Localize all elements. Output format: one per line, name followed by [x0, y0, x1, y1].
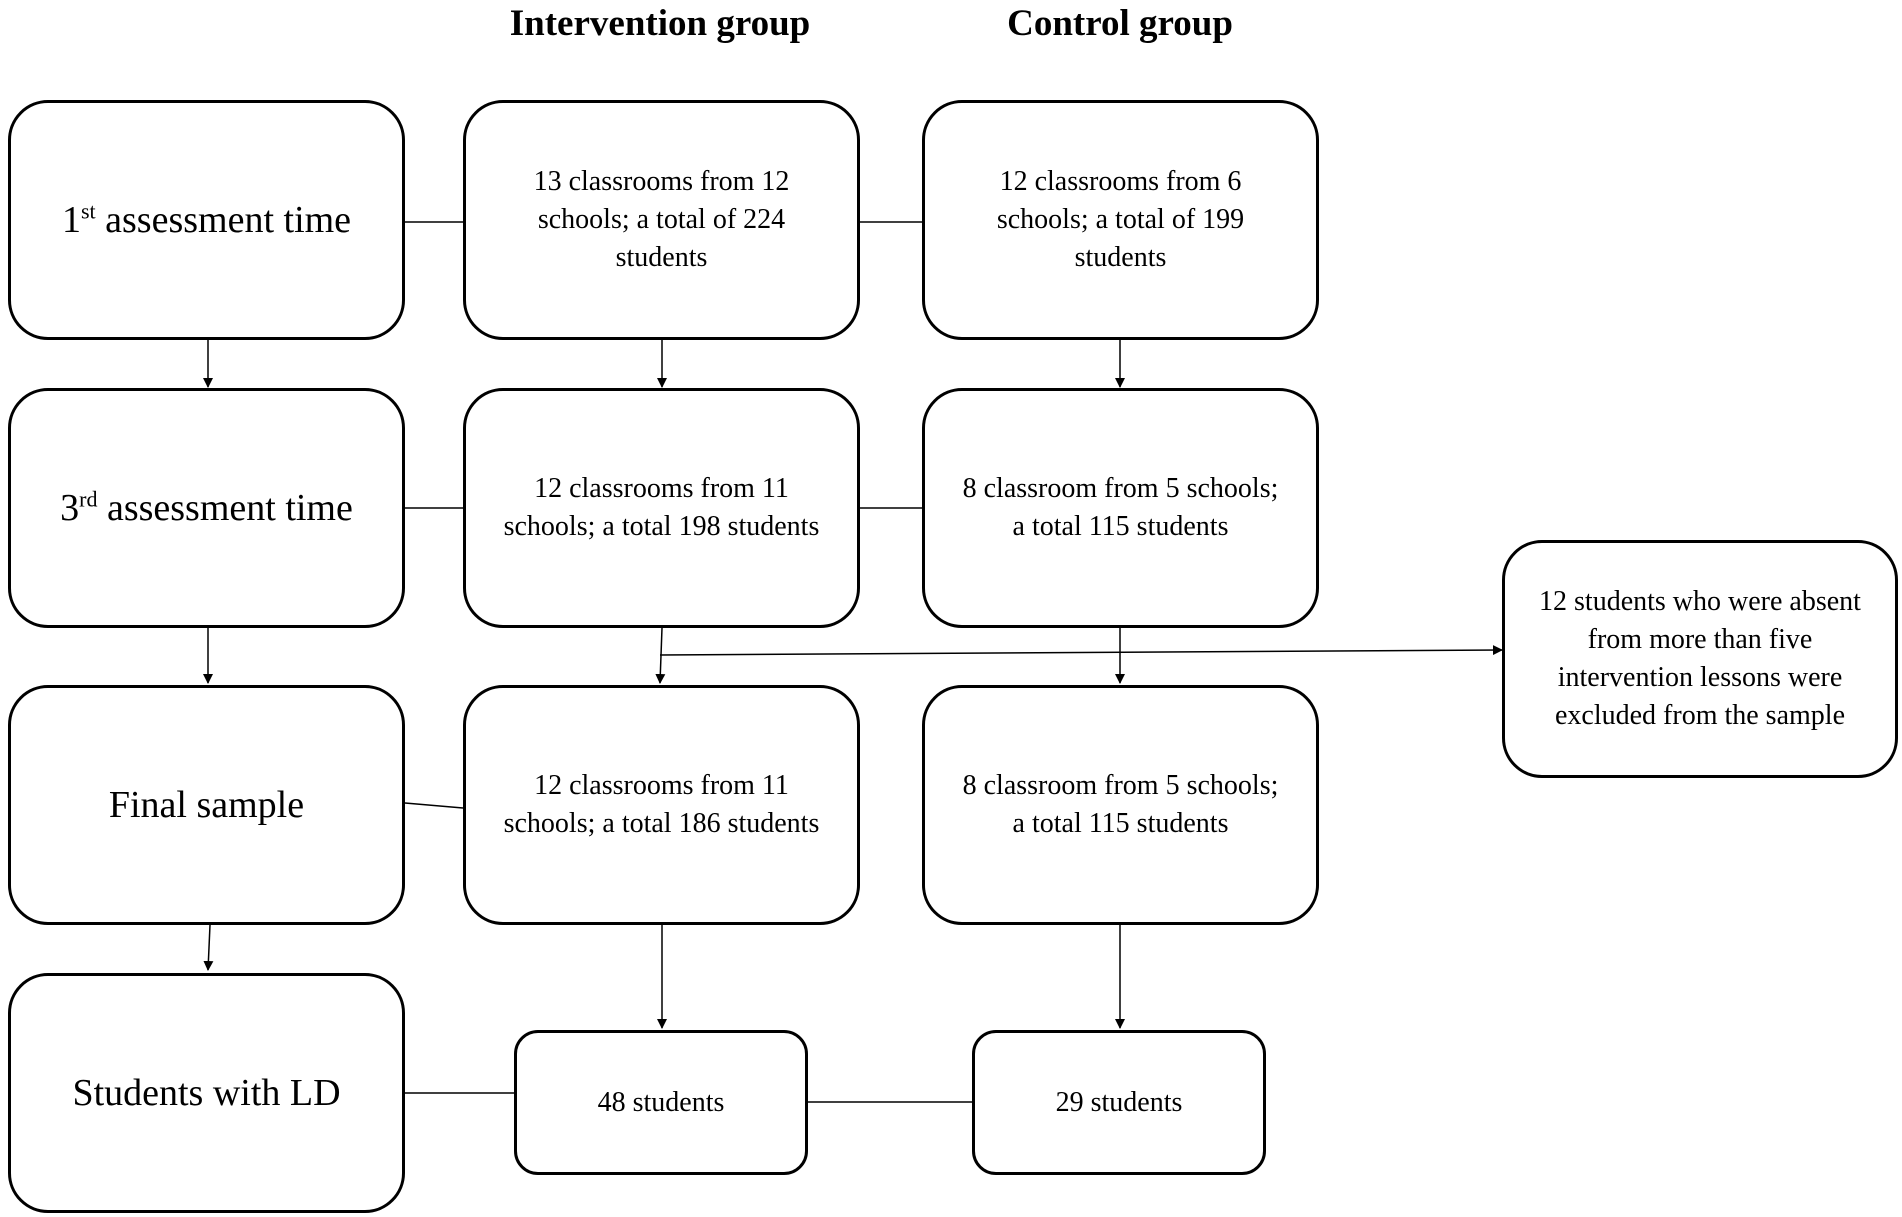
label-row3: Final sample: [108, 784, 305, 826]
intervention-box-row3: 12 classrooms from 11 schools; a total 1…: [463, 685, 860, 925]
intervention-box-row4: 48 students: [514, 1030, 808, 1175]
label-box-row3: Final sample: [8, 685, 405, 925]
intervention-text-row3: 12 classrooms from 11 schools; a total 1…: [503, 770, 820, 839]
exclusion-text: 12 students who were absent from more th…: [1539, 586, 1861, 731]
control-text-row1: 12 classrooms from 6 schools; a total of…: [996, 166, 1245, 273]
intervention-text-row1: 13 classrooms from 12 schools; a total o…: [533, 166, 790, 273]
connector-row3-label-intervention: [404, 802, 464, 809]
arrow-label-3-4: [203, 924, 214, 971]
control-box-row2: 8 classroom from 5 schools; a total 115 …: [922, 388, 1319, 628]
control-box-row4: 29 students: [972, 1030, 1266, 1175]
intervention-box-row2: 12 classrooms from 11 schools; a total 1…: [463, 388, 860, 628]
label-box-row4: Students with LD: [8, 973, 405, 1213]
label-row2: 3rd assessment time: [60, 486, 353, 529]
intervention-box-row1: 13 classrooms from 12 schools; a total o…: [463, 100, 860, 340]
label-row4: Students with LD: [72, 1072, 341, 1114]
label-box-row1: 1st assessment time: [8, 100, 405, 340]
header-intervention: Intervention group: [509, 3, 811, 44]
control-box-row3: 8 classroom from 5 schools; a total 115 …: [922, 685, 1319, 925]
control-text-row2: 8 classroom from 5 schools; a total 115 …: [962, 473, 1279, 542]
intervention-text-row2: 12 classrooms from 11 schools; a total 1…: [503, 473, 820, 542]
control-text-row4: 29 students: [1055, 1086, 1183, 1118]
header-control: Control group: [1007, 3, 1233, 44]
control-text-row3: 8 classroom from 5 schools; a total 115 …: [962, 770, 1279, 839]
exclusion-box: 12 students who were absent from more th…: [1502, 540, 1898, 778]
label-row1: 1st assessment time: [61, 198, 352, 241]
intervention-text-row4: 48 students: [597, 1086, 725, 1118]
label-box-row2: 3rd assessment time: [8, 388, 405, 628]
control-box-row1: 12 classrooms from 6 schools; a total of…: [922, 100, 1319, 340]
arrow-exclusion: [659, 645, 1503, 656]
